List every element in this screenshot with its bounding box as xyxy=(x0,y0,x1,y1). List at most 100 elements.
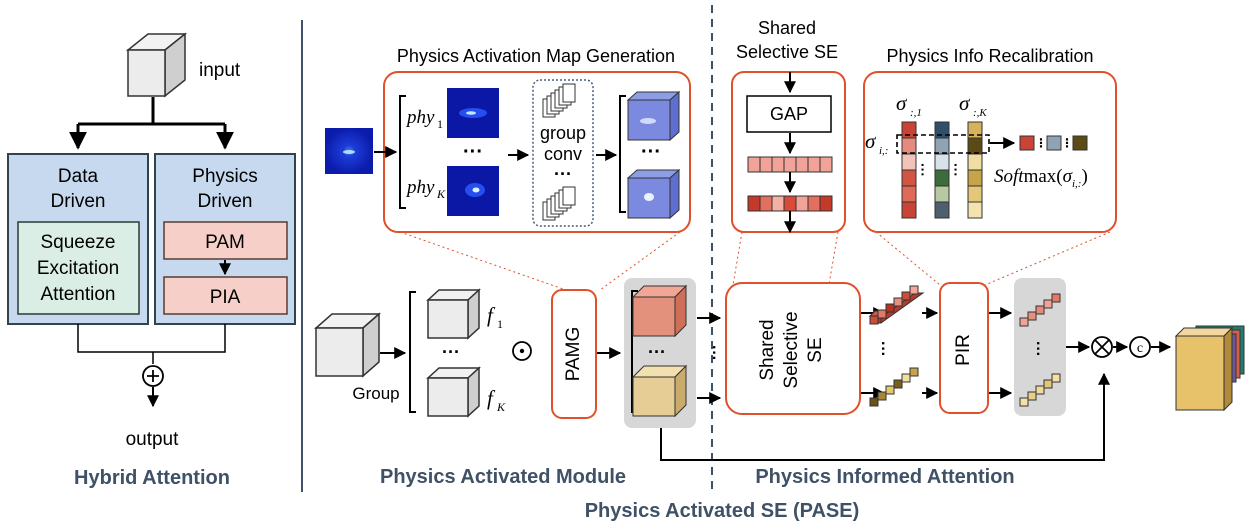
split-connector xyxy=(78,97,225,126)
merge-connector xyxy=(77,324,226,364)
se-projection-right xyxy=(827,231,839,291)
conv-dots: ··· xyxy=(554,164,572,184)
gap-label: GAP xyxy=(770,104,808,124)
phy1-label: phy xyxy=(405,107,435,128)
f1-sub: 1 xyxy=(497,317,503,331)
pamg-label: PAMG xyxy=(563,327,584,382)
sigmak-label: σ xyxy=(959,91,971,115)
pam-generation-panel: Physics Activation Map Generation phy 1 … xyxy=(325,46,691,233)
pir-label: PIR xyxy=(953,334,974,366)
conv-stack-top xyxy=(542,83,576,118)
sigma-row-highlight xyxy=(896,134,990,154)
pia-label: PIA xyxy=(210,287,241,308)
se-projection-left xyxy=(732,231,743,286)
sigma-col-2 xyxy=(934,121,950,219)
sigma-dots-1: ··· xyxy=(915,163,931,177)
se-title-1: Shared xyxy=(758,18,816,38)
se-block-label-2: Selective xyxy=(781,311,802,388)
conv-stack-bottom xyxy=(542,186,576,221)
gap-box xyxy=(746,95,832,133)
source-signal xyxy=(343,150,355,154)
pamg-block xyxy=(551,289,597,419)
activated-cube-k xyxy=(631,364,688,418)
sigma-dots-2: ··· xyxy=(948,163,964,177)
data-driven-label-1: Data xyxy=(58,166,99,187)
recalibrated-vector-1 xyxy=(1019,293,1061,327)
se-label-3: Attention xyxy=(41,284,116,305)
pam-label: PAM xyxy=(205,232,245,253)
input-cube xyxy=(125,32,188,98)
se-vector-2 xyxy=(747,195,833,212)
plus-mark xyxy=(147,370,159,382)
recal-dots: ··· xyxy=(1029,341,1046,357)
projection-line-left xyxy=(399,231,567,291)
skip-connection-arrow xyxy=(660,372,1110,461)
phyk-sub: K xyxy=(436,187,446,201)
sigma1-label: σ xyxy=(896,91,908,115)
fk-sub: K xyxy=(496,400,506,414)
pam-generation-title: Physics Activation Map Generation xyxy=(397,46,675,66)
data-driven-label-2: Driven xyxy=(51,191,106,212)
pam-box xyxy=(163,221,288,260)
projection-line-right xyxy=(599,231,681,291)
sigmak-sub: :,K xyxy=(973,107,987,119)
out-dots: ··· xyxy=(641,141,661,163)
sigma-col-k xyxy=(967,121,983,219)
se-block-label-3: SE xyxy=(805,337,826,362)
pia-box xyxy=(163,276,288,315)
pir-panel: Physics Info Recalibration σ :,1 σ :,K σ… xyxy=(863,46,1117,233)
group-label: Group xyxy=(352,384,399,403)
out-bracket xyxy=(619,95,626,213)
softmax-formula: Softmax(σi,:) xyxy=(994,166,1088,190)
shared-selective-se-block xyxy=(725,282,861,415)
out-map-top xyxy=(626,90,681,142)
se-vector-1 xyxy=(747,156,833,173)
physics-activated-module: Group f 1 ··· f K PAMG xyxy=(314,278,1110,488)
input-label: input xyxy=(199,60,241,81)
softmax-output xyxy=(1019,135,1088,151)
pir-detail-box xyxy=(863,71,1117,233)
out-map-bottom xyxy=(626,168,681,220)
physics-driven-label-2: Driven xyxy=(198,191,253,212)
attention-vector-1 xyxy=(868,285,925,325)
f-dots: ··· xyxy=(442,342,460,362)
att-vector-dots: ··· xyxy=(874,341,891,357)
activated-cube-1 xyxy=(631,284,688,338)
pir-projection-right xyxy=(984,231,1111,286)
physics-informed-attention-title: Physics Informed Attention xyxy=(755,466,1014,488)
concat-icon xyxy=(1129,336,1151,358)
phyk-label: phy xyxy=(405,177,435,198)
se-block-label-1: Shared xyxy=(757,319,778,380)
recalibrated-vector-k xyxy=(1019,373,1061,407)
phy-bracket xyxy=(399,95,406,209)
attention-vector-k xyxy=(869,367,919,407)
fk-label: f xyxy=(487,386,496,410)
f1-label: f xyxy=(487,303,496,327)
output-feature-cube xyxy=(1174,325,1245,412)
softmax-dots-1: ⋮ xyxy=(1035,136,1047,150)
concat-symbol: c xyxy=(1137,341,1143,356)
group-conv-label-1: group xyxy=(540,123,586,143)
output-label: output xyxy=(126,429,180,450)
sigma1-sub: :,1 xyxy=(910,107,922,119)
hybrid-attention-panel: input Data Driven Squeeze Excitation Att… xyxy=(7,32,296,489)
softmax-dots-2: ⋮ xyxy=(1061,136,1073,150)
hybrid-attention-title: Hybrid Attention xyxy=(74,467,230,489)
sigma-col-1 xyxy=(901,121,917,219)
f1-cube xyxy=(426,288,481,340)
se-label-1: Squeeze xyxy=(40,232,115,253)
activated-dots: ··· xyxy=(648,342,666,362)
sigma-i-sub: i,: xyxy=(879,145,888,157)
physics-driven-label-1: Physics xyxy=(192,166,257,187)
phy1-sub: 1 xyxy=(437,117,443,131)
pir-block xyxy=(939,282,989,414)
se-title-2: Selective SE xyxy=(736,42,838,62)
sigma-i-label: σ xyxy=(865,129,877,153)
group-input-cube xyxy=(314,312,381,378)
f-bracket xyxy=(409,291,416,413)
group-conv-label-2: conv xyxy=(544,144,582,164)
physics-activated-module-title: Physics Activated Module xyxy=(380,466,626,488)
pase-title: Physics Activated SE (PASE) xyxy=(585,500,860,522)
